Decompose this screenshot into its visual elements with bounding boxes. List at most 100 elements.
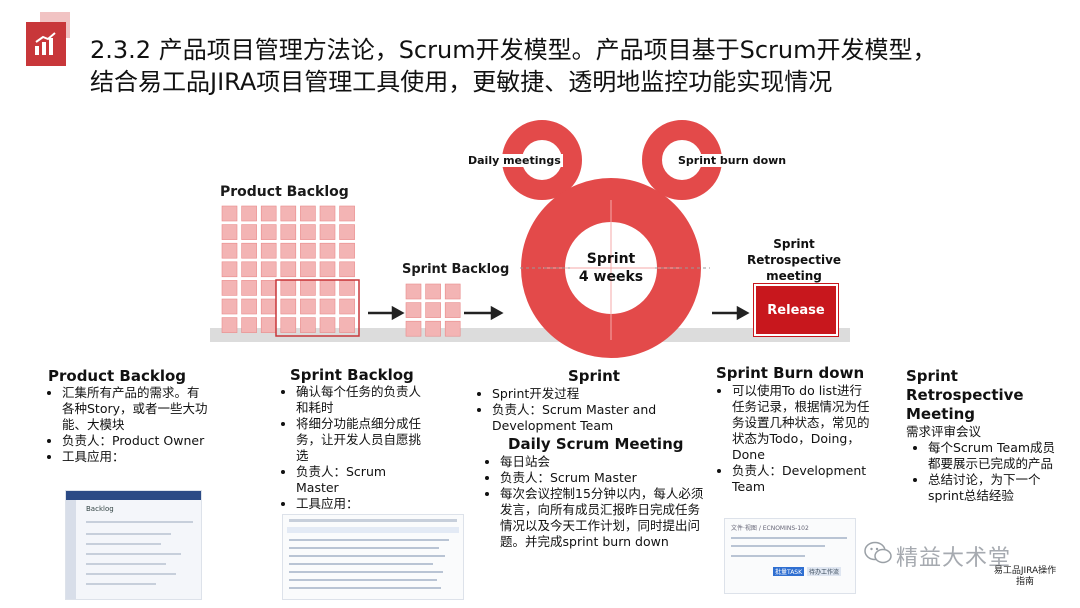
product-backlog-cell: [241, 261, 257, 278]
sprint-backlog-cell: [405, 320, 422, 337]
product-backlog-cell: [241, 224, 257, 240]
section-product-backlog-heading: Product Backlog: [48, 367, 187, 385]
sprint-item-1: Sprint开发过程: [492, 386, 670, 402]
product-backlog-cell: [280, 224, 297, 240]
pb-item-3: 工具应用：: [62, 449, 210, 465]
watermark-caption: 易工品JIRA操作 指南: [986, 566, 1064, 588]
product-backlog-cell: [319, 280, 336, 296]
product-backlog-cell: [280, 317, 297, 333]
retro-line-3: meeting: [766, 269, 822, 283]
product-backlog-cell: [319, 261, 336, 278]
label-sprint-backlog: Sprint Backlog: [402, 262, 510, 277]
sprint-backlog-cell: [444, 320, 461, 337]
arrow-2-head: [490, 305, 504, 321]
retro-heading-3: Meeting: [906, 405, 976, 423]
product-backlog-cell: [260, 298, 277, 315]
product-backlog-cell: [241, 298, 257, 315]
pb-item-1: 汇集所有产品的需求。有各种Story，或者一些大功能、大模块: [62, 385, 210, 433]
product-backlog-cell: [221, 205, 238, 222]
product-backlog-cell: [260, 242, 277, 259]
section-daily-scrum: 每日站会 负责人：Scrum Master 每次会议控制15分钟以内，每人必须发…: [478, 454, 704, 550]
product-backlog-cell: [280, 261, 297, 278]
retro-heading-1: Sprint: [906, 367, 958, 385]
product-backlog-cell: [300, 224, 316, 240]
product-backlog-cell: [319, 242, 336, 259]
thumb-sidebar: [66, 500, 76, 599]
sprint-center-line-2: 4 weeks: [578, 269, 644, 285]
sprint-backlog-cell: [405, 283, 422, 300]
product-backlog-cell: [221, 224, 238, 240]
sprint-backlog-grid: [405, 283, 461, 337]
sprint-backlog-cell: [405, 302, 422, 318]
sb-item-3: 负责人：Scrum Master: [296, 464, 432, 496]
section-sprint: Sprint开发过程 负责人：Scrum Master and Developm…: [470, 386, 670, 434]
thumb-backlog-title: Backlog: [86, 505, 114, 513]
product-backlog-cell: [300, 261, 316, 278]
section-retro-heading: Sprint Retrospective Meeting: [906, 367, 1046, 424]
sprint-backlog-cell: [444, 302, 461, 318]
sprint-backlog-cell: [425, 320, 441, 337]
burn-thumb-header: 文件·视图 / ECNOMINS-102: [731, 525, 809, 532]
label-sprint-burn-down: Sprint burn down: [676, 154, 789, 167]
product-backlog-cell: [221, 317, 238, 333]
thumb-topbar: [66, 491, 201, 500]
product-backlog-cell: [221, 280, 238, 296]
sb-item-4: 工具应用：: [296, 496, 432, 512]
burn-item-2: 负责人：Development Team: [732, 463, 870, 495]
sprint-backlog-cell: [425, 283, 441, 300]
product-backlog-cell: [339, 317, 355, 333]
product-backlog-cell: [300, 317, 316, 333]
sb-item-1: 确认每个任务的负责人和耗时: [296, 384, 432, 416]
retro-line-1: Sprint: [773, 237, 815, 251]
watermark-caption-1: 易工品JIRA操作: [993, 566, 1057, 576]
wechat-icon: [864, 540, 892, 566]
product-backlog-cell: [339, 205, 355, 222]
product-backlog-cell: [300, 242, 316, 259]
product-backlog-cell: [280, 242, 297, 259]
product-backlog-cell: [319, 298, 336, 315]
retro-meeting-label: Sprint Retrospective meeting: [746, 236, 842, 284]
section-product-backlog: 汇集所有产品的需求。有各种Story，或者一些大功能、大模块 负责人：Produ…: [40, 385, 210, 465]
retro-heading-2: Retrospective: [906, 386, 1024, 404]
pb-item-2: 负责人：Product Owner: [62, 433, 210, 449]
arrow-1-head: [391, 305, 405, 321]
product-backlog-cell: [241, 205, 257, 222]
arrow-3-head: [736, 305, 750, 321]
product-backlog-cell: [221, 261, 238, 278]
product-backlog-cell: [280, 298, 297, 315]
product-backlog-cell: [241, 280, 257, 296]
timeline-band: [210, 328, 850, 342]
product-backlog-cell: [241, 242, 257, 259]
burn-thumb-tag: 批量TASK: [773, 567, 805, 576]
product-backlog-cell: [319, 205, 336, 222]
daily-item-1: 每日站会: [500, 454, 704, 470]
sprint-center-label: Sprint 4 weeks: [576, 250, 646, 286]
scrum-diagram: [210, 120, 850, 358]
section-burn-down-heading: Sprint Burn down: [716, 364, 865, 382]
retro-intro: 需求评审会议: [906, 424, 982, 439]
product-backlog-cell: [300, 280, 316, 296]
product-backlog-cell: [319, 317, 336, 333]
sprint-center-line-1: Sprint: [586, 251, 636, 267]
product-backlog-cell: [300, 298, 316, 315]
jira-sprint-thumbnail: [282, 514, 464, 600]
section-sprint-backlog: 确认每个任务的负责人和耗时 将细分功能点细分成任务，让开发人员自愿挑选 负责人：…: [274, 384, 432, 512]
label-daily-meetings: Daily meetings: [466, 154, 563, 167]
sprint-backlog-cell: [444, 283, 461, 300]
title-line-1: 2.3.2 产品项目管理方法论，Scrum开发模型。产品项目基于Scrum开发模…: [90, 36, 937, 64]
product-backlog-cell: [339, 242, 355, 259]
page-title: 2.3.2 产品项目管理方法论，Scrum开发模型。产品项目基于Scrum开发模…: [90, 34, 1050, 98]
product-backlog-cell: [339, 298, 355, 315]
product-backlog-cell: [260, 261, 277, 278]
sprint-item-2: 负责人：Scrum Master and Development Team: [492, 402, 670, 434]
product-backlog-cell: [260, 280, 277, 296]
sprint-backlog-cell: [425, 302, 441, 318]
product-backlog-cell: [221, 242, 238, 259]
section-sprint-backlog-heading: Sprint Backlog: [290, 366, 414, 384]
title-line-2: 结合易工品JIRA项目管理工具使用，更敏捷、透明地监控功能实现情况: [90, 68, 833, 96]
jira-burn-thumbnail: 文件·视图 / ECNOMINS-102 批量TASK 待办工作流: [724, 518, 856, 594]
watermark-text: 精益大术堂: [896, 546, 1012, 571]
selected-backlog-frame: [275, 279, 360, 337]
jira-backlog-thumbnail: Backlog: [65, 490, 202, 600]
chart-logo-icon: [26, 22, 66, 66]
